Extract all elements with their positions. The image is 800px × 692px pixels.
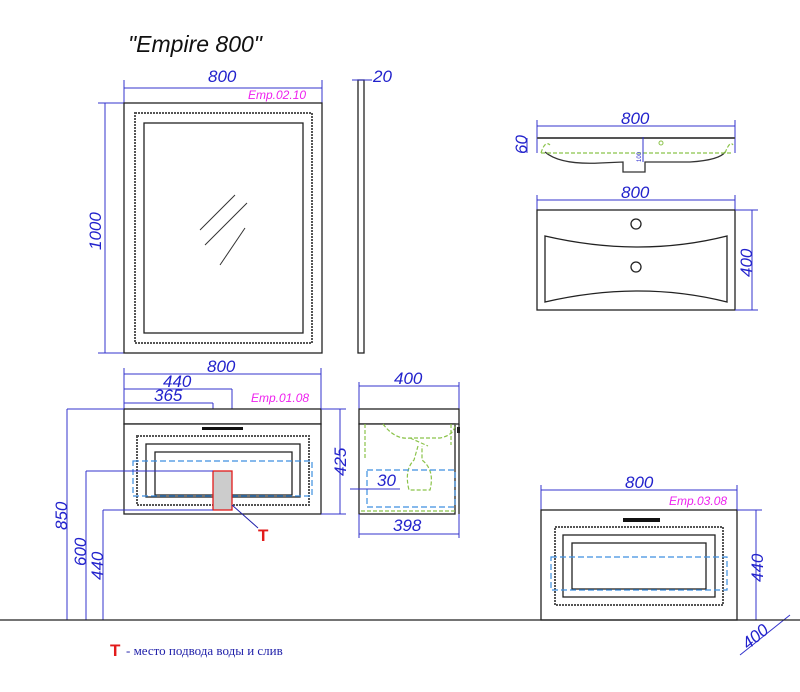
cabinet-offset-440-dim: 440 <box>163 372 192 391</box>
legend: T - место подвода воды и слив <box>110 641 283 660</box>
sink-drain-dim: 100 <box>637 151 643 162</box>
drawing-title: "Empire 800" <box>128 31 264 57</box>
cabinet-width-dim: 800 <box>207 357 236 376</box>
cabinet2-width-dim: 800 <box>625 473 654 492</box>
mirror-front-view: 800 1000 Emp.02.10 <box>86 67 323 354</box>
cabinet-height-dim: 425 <box>331 447 350 476</box>
sink-plan-view: 800 400 <box>536 183 758 311</box>
cabinet-front-view: 800 440 365 Emp.01.08 T 425 850 600 440 <box>52 357 350 620</box>
mirror-code: Emp.02.10 <box>248 88 306 102</box>
sink-depth-dim: 400 <box>737 248 756 277</box>
sink-height-dim: 60 <box>512 135 531 154</box>
water-connection-marker: T <box>258 526 269 545</box>
floor-440-dim: 440 <box>88 551 107 580</box>
floor-600-dim: 600 <box>71 537 90 566</box>
sink-width-dim: 800 <box>621 109 650 128</box>
sink-plan-width-dim: 800 <box>621 183 650 202</box>
cabinet2-depth-dim: 400 <box>738 620 772 653</box>
cabinet2-height-dim: 440 <box>748 553 767 582</box>
cabinet-side-view: 400 30 398 <box>350 369 460 538</box>
legend-marker: T <box>110 641 121 660</box>
side-offset-dim: 30 <box>377 471 396 490</box>
side-depth-top-dim: 400 <box>394 369 423 388</box>
side-depth-bottom-dim: 398 <box>393 516 422 535</box>
mirror-side-view: 20 <box>352 67 392 354</box>
sink-profile-view: 800 60 100 <box>512 109 736 173</box>
mirror-height-dim: 1000 <box>86 212 105 250</box>
cabinet-offset-365-dim: 365 <box>154 386 183 405</box>
cabinet-code: Emp.01.08 <box>251 391 309 405</box>
legend-text: - место подвода воды и слив <box>126 643 283 658</box>
mirror-width-dim: 800 <box>208 67 237 86</box>
cabinet2-code: Emp.03.08 <box>669 494 727 508</box>
cabinet-variant-view: 800 Emp.03.08 440 400 <box>540 473 791 656</box>
mirror-depth-dim: 20 <box>372 67 392 86</box>
floor-850-dim: 850 <box>52 501 71 530</box>
